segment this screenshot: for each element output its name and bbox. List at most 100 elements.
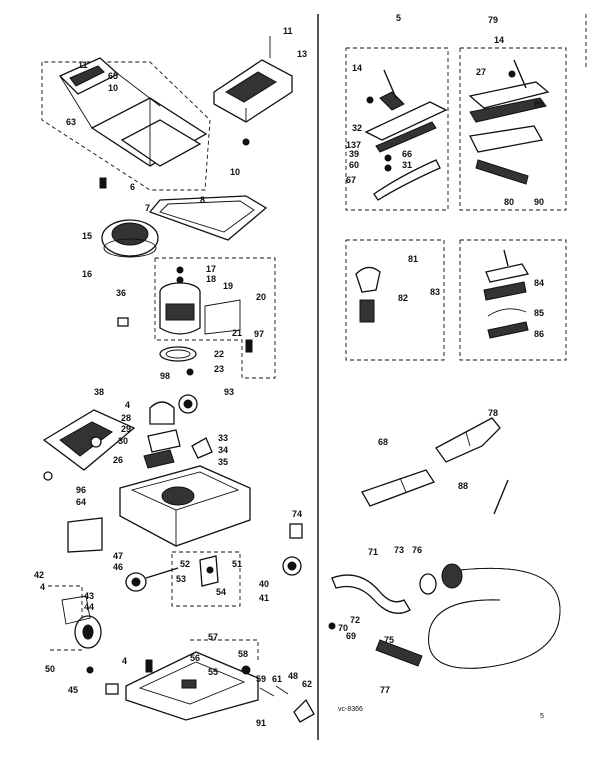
part-label-p137: 137 bbox=[346, 140, 362, 150]
part-label-p6: 6 bbox=[130, 182, 136, 192]
part-label-p90: 90 bbox=[534, 197, 545, 207]
part-label-p41: 41 bbox=[259, 593, 270, 603]
part-label-p88: 88 bbox=[458, 481, 469, 491]
part-label-p62: 62 bbox=[302, 679, 313, 689]
part-label-p64: 64 bbox=[76, 497, 87, 507]
upholstery-tool-group bbox=[459, 239, 567, 361]
side-items bbox=[43, 471, 303, 592]
part-label-p32: 32 bbox=[352, 123, 363, 133]
part-label-p72: 72 bbox=[350, 615, 361, 625]
part-label-p19: 19 bbox=[223, 281, 234, 291]
crevice-tool bbox=[435, 417, 501, 463]
motor-group bbox=[154, 257, 276, 379]
part-label-p45: 45 bbox=[68, 685, 79, 695]
part-label-p71: 71 bbox=[368, 547, 379, 557]
part-label-p7: 7 bbox=[145, 203, 151, 213]
part-label-p47: 47 bbox=[113, 551, 124, 561]
part-label-p66: 66 bbox=[402, 149, 413, 159]
part-label-p43: 43 bbox=[84, 591, 95, 601]
part-label-p97: 97 bbox=[254, 329, 265, 339]
part-label-p61: 61 bbox=[272, 674, 283, 684]
part-label-p39: 39 bbox=[349, 149, 360, 159]
cord-reel-group bbox=[41, 57, 211, 191]
clip-36 bbox=[117, 317, 129, 327]
part-label-p26: 26 bbox=[113, 455, 124, 465]
part-label-p29: 29 bbox=[121, 424, 132, 434]
part-label-p85: 85 bbox=[534, 308, 545, 318]
part-label-p8: 8 bbox=[200, 195, 206, 205]
wheel-bracket-group bbox=[171, 551, 302, 607]
part-label-p4c: 4 bbox=[122, 656, 128, 666]
part-label-p59: 59 bbox=[256, 674, 267, 684]
part-label-p79: 79 bbox=[488, 15, 499, 25]
part-label-p63: 63 bbox=[66, 117, 77, 127]
part-label-p80: 80 bbox=[504, 197, 515, 207]
part-label-p14a: 14 bbox=[352, 63, 363, 73]
part-label-p98: 98 bbox=[160, 371, 171, 381]
part-label-p54: 54 bbox=[216, 587, 227, 597]
filter-disc bbox=[101, 219, 159, 258]
part-label-p17: 17 bbox=[206, 264, 217, 274]
main-housing bbox=[119, 437, 251, 547]
part-label-p23: 23 bbox=[214, 364, 225, 374]
part-label-p78: 78 bbox=[488, 408, 499, 418]
part-label-p21: 21 bbox=[232, 328, 243, 338]
part-label-p10a: 10 bbox=[108, 83, 119, 93]
part-label-p11a: 11 bbox=[283, 26, 293, 36]
latch-parts bbox=[143, 394, 198, 469]
part-label-p18: 18 bbox=[206, 274, 217, 284]
rug-tool-group bbox=[459, 47, 567, 211]
part-label-p53: 53 bbox=[176, 574, 187, 584]
rear-wheel bbox=[48, 585, 102, 651]
part-label-p76: 76 bbox=[412, 545, 423, 555]
part-label-p50: 50 bbox=[45, 664, 56, 674]
dusting-brush-group bbox=[345, 239, 445, 361]
part-label-p57: 57 bbox=[208, 632, 219, 642]
part-label-p44: 44 bbox=[84, 602, 95, 612]
part-label-p38: 38 bbox=[94, 387, 105, 397]
part-label-p13: 13 bbox=[297, 49, 308, 59]
part-label-p84: 84 bbox=[534, 278, 545, 288]
part-label-p46: 46 bbox=[113, 562, 124, 572]
drawing-code: vc-8366 bbox=[338, 706, 363, 713]
part-label-p82: 82 bbox=[398, 293, 409, 303]
part-label-p69: 69 bbox=[346, 631, 357, 641]
part-label-p14b: 14 bbox=[494, 35, 505, 45]
part-label-p75: 75 bbox=[384, 635, 395, 645]
part-label-p33: 33 bbox=[218, 433, 229, 443]
part-label-p60: 60 bbox=[349, 160, 360, 170]
part-label-p48: 48 bbox=[288, 671, 299, 681]
part-label-p58: 58 bbox=[238, 649, 249, 659]
part-label-p4a: 4 bbox=[125, 400, 131, 410]
brush-88 bbox=[493, 479, 509, 515]
part-label-p30: 30 bbox=[118, 436, 129, 446]
part-label-p77: 77 bbox=[380, 685, 391, 695]
part-label-p91: 91 bbox=[256, 718, 267, 728]
part-label-p5: 5 bbox=[396, 13, 402, 23]
part-label-p15: 15 bbox=[82, 231, 93, 241]
part-label-p83: 83 bbox=[430, 287, 441, 297]
part-label-p16: 16 bbox=[82, 269, 93, 279]
part-label-p73: 73 bbox=[394, 545, 405, 555]
hose-assembly bbox=[328, 563, 561, 669]
part-label-p22: 22 bbox=[214, 349, 225, 359]
part-label-p40: 40 bbox=[259, 579, 270, 589]
bumper-ring bbox=[148, 195, 268, 241]
part-label-p93: 93 bbox=[224, 387, 235, 397]
part-label-p68: 68 bbox=[378, 437, 389, 447]
handle-top bbox=[213, 36, 293, 146]
bracket-57 bbox=[190, 639, 259, 660]
floor-tool-group bbox=[345, 47, 449, 211]
part-label-p36: 36 bbox=[116, 288, 127, 298]
part-label-p4b: 4 bbox=[40, 582, 46, 592]
part-label-p56: 56 bbox=[190, 653, 201, 663]
corner-mark: 5 bbox=[540, 713, 544, 720]
part-label-p11b: 11 bbox=[78, 60, 88, 70]
part-label-p65: 65 bbox=[108, 71, 119, 81]
part-label-p35: 35 bbox=[218, 457, 229, 467]
part-label-p67: 67 bbox=[346, 175, 357, 185]
part-label-p70: 70 bbox=[338, 623, 349, 633]
part-label-p27: 27 bbox=[476, 67, 487, 77]
